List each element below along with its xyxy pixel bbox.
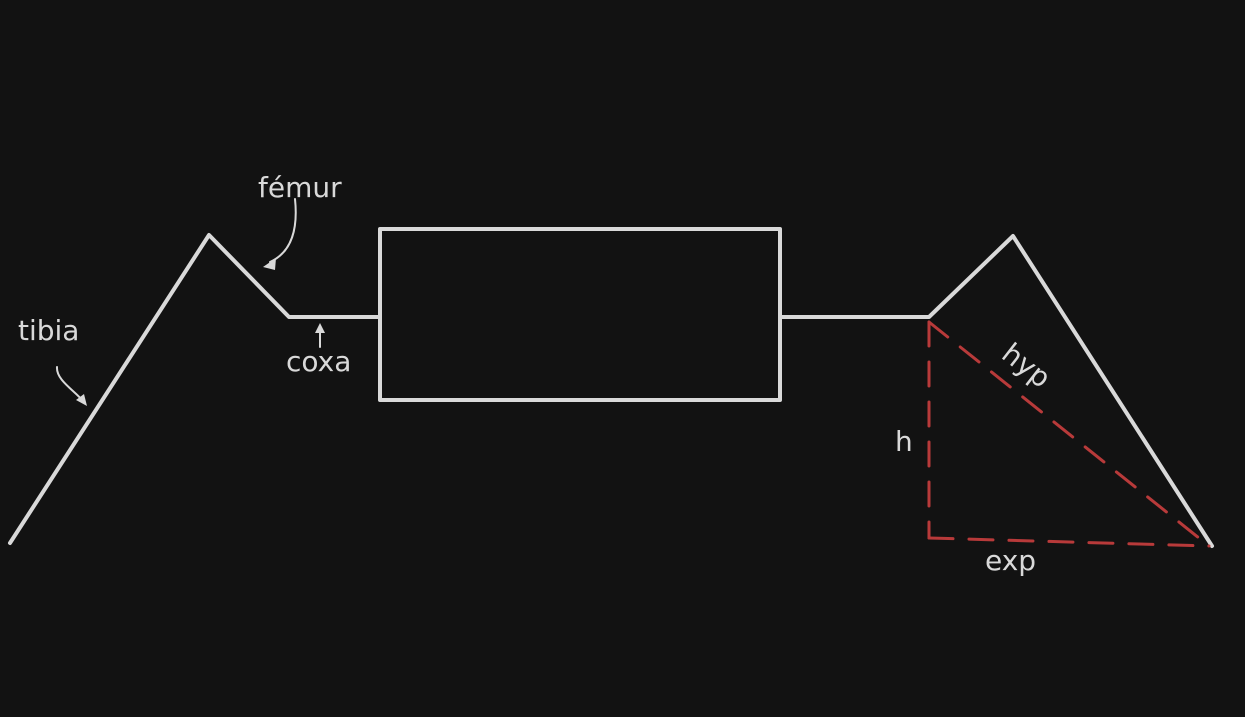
right-leg — [778, 234, 1214, 548]
left-leg — [8, 233, 382, 545]
body-rectangle — [378, 227, 782, 402]
triangle-base — [927, 536, 1211, 548]
triangle-hypotenuse — [927, 320, 1211, 548]
label-hyp: hyp — [996, 337, 1057, 395]
coxa-arrowhead — [315, 323, 325, 333]
femur-arrow — [269, 198, 297, 263]
red-triangle — [927, 320, 1211, 548]
label-tibia: tibia — [18, 314, 79, 347]
femur-arrowhead — [263, 258, 276, 270]
label-h: h — [895, 425, 913, 458]
label-femur: fémur — [258, 171, 342, 204]
label-exp: exp — [985, 544, 1036, 577]
label-coxa: coxa — [286, 345, 351, 378]
tibia-arrow — [55, 366, 85, 403]
tibia-arrowhead — [76, 394, 87, 406]
